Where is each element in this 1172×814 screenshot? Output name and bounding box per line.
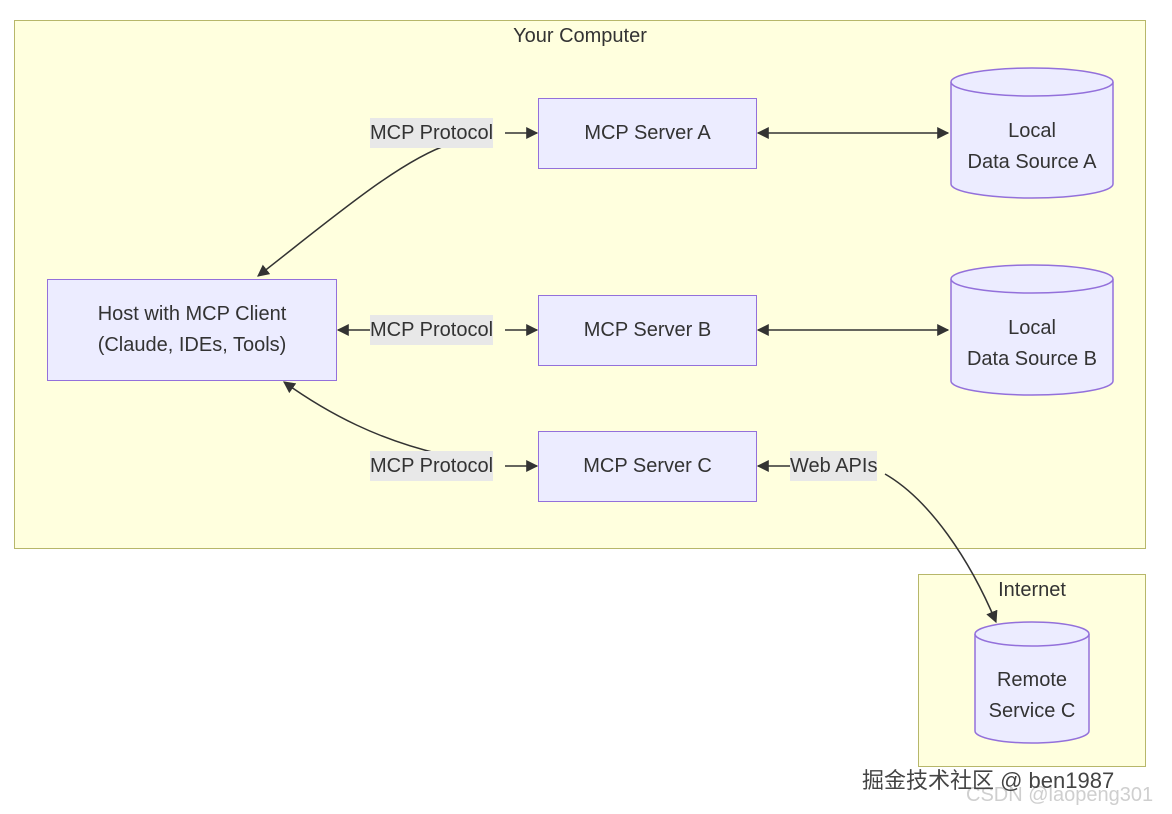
internet-title: Internet xyxy=(998,579,1066,601)
remote-service-c-cylinder xyxy=(974,621,1090,744)
data-source-a-line-1: Local xyxy=(1008,120,1056,142)
remote-service-c-line-1: Remote xyxy=(996,669,1068,691)
data-source-a-text[interactable]: Local Data Source A xyxy=(951,116,1113,178)
edge-label-protocol-c: MCP Protocol xyxy=(370,451,494,481)
remote-service-c-text[interactable]: Remote Service C xyxy=(975,665,1089,727)
watermark-csdn: CSDN @laopeng301 xyxy=(966,784,1154,806)
edge-host-server-a xyxy=(257,143,451,277)
server-c-node[interactable]: MCP Server C xyxy=(538,431,757,502)
data-source-a-line-2: Data Source A xyxy=(967,151,1097,173)
edge-label-protocol-a: MCP Protocol xyxy=(370,118,494,148)
your-computer-title: Your Computer xyxy=(513,25,647,47)
edge-web-apis-remote-c xyxy=(884,473,998,624)
server-b-node[interactable]: MCP Server B xyxy=(538,295,757,366)
host-line-2: (Claude, IDEs, Tools) xyxy=(97,334,287,356)
server-a-label: MCP Server A xyxy=(584,122,711,144)
data-source-b-line-1: Local xyxy=(1008,317,1056,339)
host-line-1: Host with MCP Client xyxy=(97,303,287,325)
edge-label-protocol-b: MCP Protocol xyxy=(370,315,494,345)
remote-service-c-line-2: Service C xyxy=(988,700,1076,722)
data-source-b-line-2: Data Source B xyxy=(966,348,1098,370)
data-source-a-cylinder xyxy=(950,67,1114,199)
server-c-label: MCP Server C xyxy=(583,455,712,477)
edge-host-server-c xyxy=(283,381,441,455)
data-source-b-text[interactable]: Local Data Source B xyxy=(951,313,1113,375)
edge-label-web-apis: Web APIs xyxy=(790,451,878,481)
data-source-b-cylinder xyxy=(950,264,1114,396)
host-node[interactable]: Host with MCP Client (Claude, IDEs, Tool… xyxy=(47,279,337,381)
server-a-node[interactable]: MCP Server A xyxy=(538,98,757,169)
server-b-label: MCP Server B xyxy=(583,319,712,341)
watermark-juejin: 掘金技术社区 @ ben1987 xyxy=(862,768,1115,793)
